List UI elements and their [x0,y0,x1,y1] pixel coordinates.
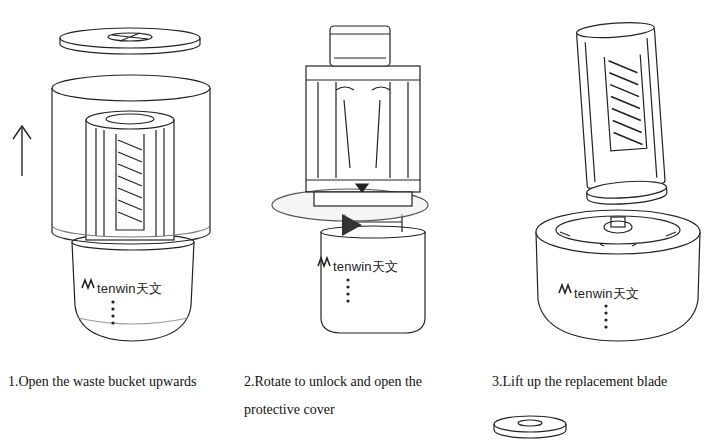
logo-mark [559,285,571,293]
sharpener-base [611,217,625,227]
indicator-dots [111,314,114,317]
indicator-dots [346,278,349,302]
logo-mark [82,280,94,288]
blade-core [86,120,174,240]
logo-mark [559,285,571,293]
indicator-dots [346,292,349,295]
protective-cover-frame [314,192,412,206]
sharpener-base [72,234,194,341]
step-caption: 3.Lift up the replacement blade [492,368,667,396]
replacement-blade [576,20,655,39]
protective-cover-frame [306,80,420,180]
indicator-dots [111,321,114,324]
indicator-dots [604,325,607,328]
waste-bucket [52,75,210,244]
sharpener-base [536,210,700,254]
sharpener-base [556,216,680,244]
replacement-blade [587,187,668,207]
sharpener-base [321,226,425,238]
waste-bucket [52,88,210,244]
protective-cover-frame [306,26,420,206]
indicator-dots [346,285,349,288]
sharpener-base [321,214,425,333]
waste-bucket-lid [60,28,200,54]
sharpener-base [78,318,188,324]
protective-cover-frame [330,26,390,66]
waste-bucket-lid [112,33,148,41]
brand-logo: tenwin天文 [333,259,398,274]
replacement-blade [604,54,646,150]
replacement-blade [577,27,666,188]
rotation-ring [272,189,428,221]
indicator-dots [604,304,607,328]
waste-bucket-lid [518,420,542,426]
sharpener-base [536,210,700,341]
waste-bucket-lid [60,28,200,48]
brand-logo: tenwin天文 [97,281,162,296]
protective-cover-frame [330,34,390,58]
blade-core [86,111,174,129]
blade-core [96,128,164,236]
up-arrow [13,126,31,176]
logo-mark [318,258,330,266]
blade-core [116,134,144,230]
waste-bucket [52,75,210,101]
replacement-blade [586,179,667,201]
blade-core [118,140,142,222]
protective-cover-frame [306,66,420,192]
waste-bucket-lid [108,33,152,41]
indicator-dots [111,300,114,324]
replacement-blade [575,20,667,206]
sharpener-base [321,232,425,333]
replacement-blade [609,59,643,147]
sharpener-base [72,242,194,341]
protective-cover-frame [356,184,368,192]
protective-cover-frame [318,82,408,178]
step-caption: 1.Open the waste bucket upwards [8,368,197,396]
logo-mark [82,280,94,288]
logo-mark [318,258,330,266]
indicator-dots [111,300,114,303]
rotate-arrow [342,214,362,236]
blade-core [86,111,174,240]
up-arrow [13,126,31,139]
up-arrow [21,128,22,176]
protective-cover-frame [344,100,380,168]
indicator-dots [604,304,607,307]
indicator-dots [111,307,114,310]
sharpener-base [560,232,676,246]
rotate-arrow [342,214,362,236]
indicator-dots [604,311,607,314]
waste-bucket [52,225,210,237]
indicator-dots [346,299,349,302]
blade-core [106,114,154,124]
step-caption: 2.Rotate to unlock and open the protecti… [244,368,459,424]
waste-bucket-lid [494,416,566,438]
replacement-blade [585,38,657,182]
waste-bucket-lid [494,416,566,432]
brand-logo: tenwin天文 [574,286,639,301]
protective-cover-frame [336,87,390,90]
rotation-ring [272,189,428,221]
indicator-dots [346,278,349,281]
indicator-dots [604,318,607,321]
